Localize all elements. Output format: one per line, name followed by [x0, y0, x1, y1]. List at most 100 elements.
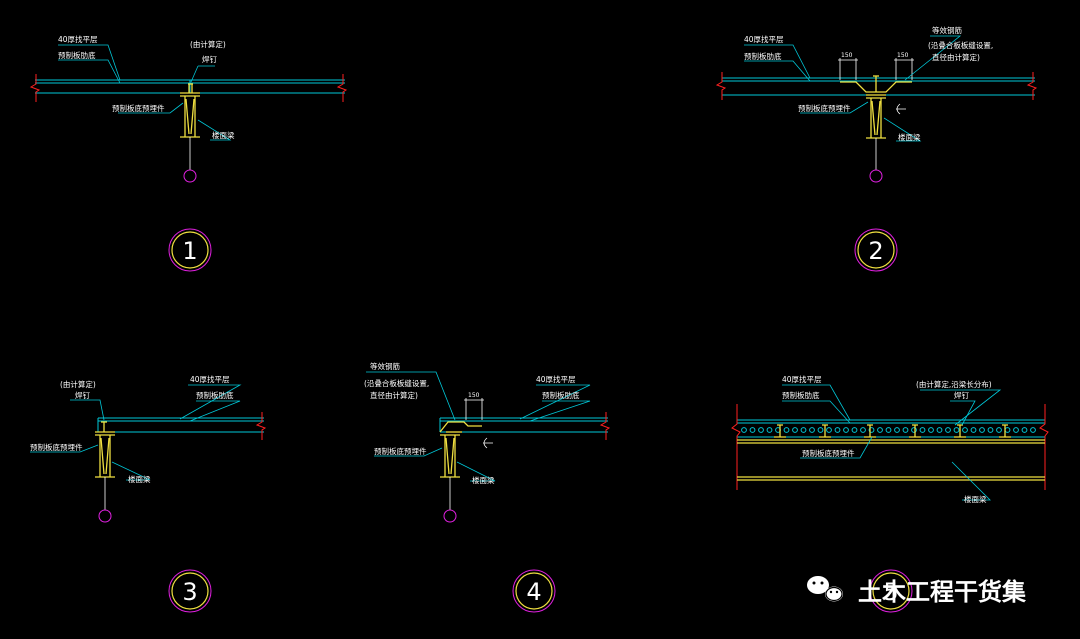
detail-2-topping-label: 40厚找平层 — [744, 34, 784, 44]
slab-core — [783, 427, 790, 433]
slab-core — [1004, 427, 1011, 433]
slab-core — [996, 427, 1002, 433]
detail-2: 150 150 40厚找平层 预制板肋底 等效钢筋 (沿叠合板板缝设置, 直径由… — [715, 25, 1038, 272]
detail-3-number-bubble: 3 — [168, 569, 212, 613]
detail-4-dim: 150 — [468, 392, 480, 399]
shear-stud — [909, 424, 921, 438]
detail-5-leaders — [782, 384, 1002, 501]
slab-core — [919, 427, 926, 433]
slab-core — [860, 427, 866, 433]
wechat-icon — [807, 576, 843, 602]
shear-stud — [954, 424, 966, 438]
detail-2-dim-right: 150 — [897, 52, 909, 59]
detail-5-embed-label: 预制板底预埋件 — [802, 448, 855, 458]
shear-stud — [819, 424, 831, 438]
detail-3-leaders — [30, 384, 242, 481]
detail-2-axis — [869, 103, 906, 183]
detail-3-stud-note: (由计算定) — [60, 379, 96, 389]
detail-1-beam — [180, 83, 200, 138]
detail-3-slab-bottom-label: 预制板肋底 — [196, 390, 234, 400]
detail-5-stud-label: 焊钉 — [954, 390, 969, 400]
detail-4-slab-bottom-label: 预制板肋底 — [542, 390, 580, 400]
shear-stud — [864, 424, 876, 438]
detail-1-beam-label: 楼面梁 — [212, 130, 235, 140]
detail-5-break-marks — [731, 404, 1049, 490]
slab-core — [792, 427, 798, 433]
detail-5-number: 5 — [883, 578, 898, 606]
detail-3-break-marks — [255, 412, 267, 440]
detail-4-rebar-label: 等效钢筋 — [370, 361, 400, 371]
detail-5: 40厚找平层 (由计算定,沿梁长分布) 预制板肋底 焊钉 预制板底预埋件 楼面梁… — [731, 374, 1049, 613]
detail-1-stud-note: (由计算定) — [190, 39, 226, 49]
detail-2-beam-label: 楼面梁 — [898, 132, 921, 142]
detail-4-number-bubble: 4 — [512, 569, 556, 613]
slab-core — [902, 427, 909, 433]
slab-core — [766, 427, 773, 433]
detail-2-number: 2 — [868, 237, 883, 265]
detail-3-axis — [98, 477, 112, 523]
slab-core — [834, 427, 841, 433]
detail-3-number: 3 — [182, 578, 197, 606]
slab-core — [987, 427, 994, 433]
watermark: 土木工程干货集 — [807, 576, 1027, 606]
slab-core — [970, 427, 977, 433]
detail-2-beam — [866, 94, 886, 139]
detail-4: 150 等效钢筋 (沿叠合板板缝设置, 直径由计算定) 40厚找平层 预制板肋底… — [364, 361, 611, 613]
slab-core — [911, 427, 917, 433]
slab-core — [809, 427, 815, 433]
detail-3-stud-label: 焊钉 — [75, 390, 90, 400]
detail-2-slab-bottom-label: 预制板肋底 — [744, 51, 782, 61]
detail-4-topping-label: 40厚找平层 — [536, 374, 576, 384]
slab-core — [851, 427, 858, 433]
slab-core — [800, 427, 807, 433]
slab-core — [826, 427, 832, 433]
slab-core — [1021, 427, 1028, 433]
slab-core — [979, 427, 985, 433]
detail-1-axis — [183, 137, 197, 183]
slab-core — [1030, 427, 1036, 433]
detail-1-number-bubble: 1 — [168, 228, 212, 272]
detail-3-topping-label: 40厚找平层 — [190, 374, 230, 384]
detail-4-slab — [439, 417, 608, 433]
slab-core — [817, 427, 824, 433]
detail-4-break-marks — [599, 412, 611, 440]
slab-core — [962, 427, 968, 433]
detail-1: 40厚找平层 预制板肋底 (由计算定) 焊钉 预制板底预埋件 楼面梁 1 — [29, 34, 348, 272]
slab-core — [868, 427, 875, 433]
detail-1-embed-label: 预制板底预埋件 — [112, 103, 165, 113]
detail-5-slab-cores — [741, 427, 1036, 433]
detail-5-slab-bottom-label: 预制板肋底 — [782, 390, 820, 400]
detail-1-break-marks — [29, 74, 348, 102]
detail-5-beam — [737, 439, 1045, 481]
detail-1-topping-label: 40厚找平层 — [58, 34, 98, 44]
slab-core — [928, 427, 934, 433]
detail-3-beam-label: 楼面梁 — [128, 474, 151, 484]
detail-5-slab — [737, 419, 1045, 438]
detail-5-number-bubble: 5 — [869, 569, 913, 613]
detail-4-beam-label: 楼面梁 — [472, 475, 495, 485]
detail-1-leaders — [58, 44, 232, 141]
detail-5-stud-note: (由计算定,沿梁长分布) — [916, 379, 992, 389]
slab-core — [1013, 427, 1019, 433]
shear-stud — [774, 424, 786, 438]
slab-core — [953, 427, 960, 433]
detail-2-number-bubble: 2 — [854, 228, 898, 272]
detail-4-axis — [443, 437, 493, 523]
detail-4-rebar-note-1: (沿叠合板板缝设置, — [364, 378, 429, 388]
detail-1-slab-bottom-label: 预制板肋底 — [58, 50, 96, 60]
detail-3: (由计算定) 焊钉 40厚找平层 预制板肋底 预制板底预埋件 楼面梁 3 — [30, 374, 267, 613]
detail-1-stud-label: 焊钉 — [202, 54, 217, 64]
detail-1-slab — [35, 79, 345, 94]
detail-4-rebar-note-2: 直径由计算定) — [370, 390, 418, 400]
detail-4-leaders — [366, 371, 591, 482]
detail-2-leaders — [744, 35, 962, 142]
detail-2-rebar-label: 等效钢筋 — [932, 25, 962, 35]
detail-4-embed-label: 预制板底预埋件 — [374, 446, 427, 456]
watermark-text: 土木工程干货集 — [858, 578, 1027, 606]
detail-1-number: 1 — [182, 237, 197, 265]
slab-core — [758, 427, 764, 433]
shear-stud — [999, 424, 1011, 438]
detail-4-rebar-pan — [439, 421, 482, 433]
detail-4-beam — [440, 434, 460, 478]
